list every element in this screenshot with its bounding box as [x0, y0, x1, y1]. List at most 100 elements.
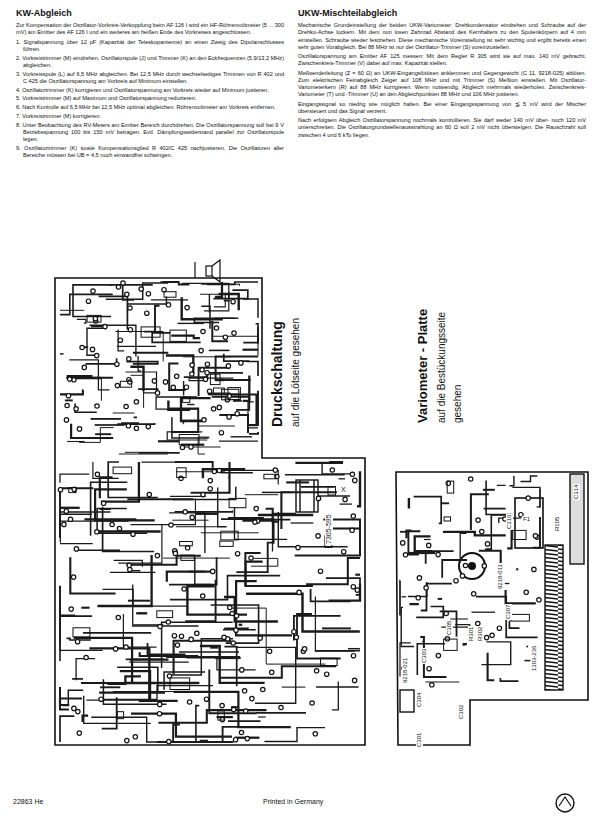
copper-trace — [156, 397, 198, 409]
solder-pad — [273, 468, 277, 472]
solder-pad — [125, 738, 129, 742]
copper-trace — [163, 282, 189, 285]
instruction-step: 5. Vorkreistrimmer (M) auf Maximum und O… — [16, 95, 284, 102]
solder-pad — [424, 586, 428, 590]
solder-pad — [68, 377, 72, 381]
solder-pad — [172, 634, 176, 638]
component-outline — [170, 330, 186, 341]
copper-trace — [182, 297, 223, 319]
solder-pad — [103, 324, 107, 328]
instruction-step: 1. Signalspannung über 12 pF (Kapazität … — [16, 39, 284, 54]
copper-trace — [409, 603, 418, 605]
copper-trace — [87, 377, 101, 401]
solder-pad — [232, 331, 236, 335]
solder-pad — [537, 598, 541, 602]
solder-pad — [245, 736, 249, 740]
component-outline — [221, 531, 238, 540]
component-outline — [120, 381, 131, 387]
copper-trace — [130, 367, 143, 391]
copper-trace — [227, 608, 326, 664]
component-outline — [447, 481, 454, 493]
copper-trace — [243, 299, 258, 318]
copper-trace — [134, 416, 137, 418]
solder-pad — [267, 649, 271, 653]
copper-trace — [69, 360, 109, 390]
copper-trace — [228, 720, 261, 722]
part-label: X — [340, 486, 347, 494]
solder-pad — [416, 596, 420, 600]
copper-trace — [95, 433, 111, 435]
solder-pad — [183, 510, 187, 514]
copper-trace — [450, 618, 468, 619]
copper-trace — [295, 461, 342, 464]
copper-trace — [306, 558, 360, 584]
copper-trace — [191, 462, 230, 493]
solder-pad — [351, 654, 355, 658]
part-label: C316 — [506, 514, 513, 530]
solder-pad — [239, 730, 243, 734]
solder-pad — [90, 347, 94, 351]
solder-pad — [296, 545, 300, 549]
copper-trace — [198, 426, 235, 427]
part-label: 22863 He — [12, 798, 44, 806]
copper-trace — [524, 660, 530, 662]
solder-pad — [230, 611, 234, 615]
copper-trace — [187, 404, 194, 405]
solder-pad — [124, 645, 128, 649]
copper-trace — [103, 589, 188, 606]
solder-pad — [232, 707, 236, 711]
component-outline — [321, 658, 338, 665]
solder-pad — [128, 306, 132, 310]
copper-trace — [60, 521, 129, 542]
transformer-symbol — [296, 480, 350, 512]
part-label: 9218-021 — [402, 657, 409, 684]
solder-pad — [253, 520, 257, 524]
solder-pad — [95, 472, 99, 476]
copper-trace — [136, 612, 147, 614]
drawing-title: Variometer - Platte — [416, 308, 430, 424]
solder-pad — [316, 496, 320, 500]
component-outline — [218, 711, 224, 720]
instruction-step: 4. Oszillatortrimmer (K) korrigieren und… — [16, 87, 284, 94]
solder-pad — [190, 363, 194, 367]
copper-trace — [408, 552, 435, 554]
copper-trace — [87, 328, 105, 355]
copper-trace — [181, 447, 221, 448]
copper-trace — [167, 572, 211, 582]
copper-trace — [249, 432, 258, 434]
solder-pad — [436, 552, 440, 556]
solder-pad — [93, 316, 97, 320]
copper-trace — [415, 536, 432, 551]
part-label: 1303-236 — [531, 645, 538, 672]
instruction-text: Zur Kompensation der Oszillator-Vorkreis… — [16, 22, 284, 37]
copper-trace — [72, 624, 74, 625]
copper-trace — [86, 358, 117, 364]
solder-pad — [403, 553, 407, 557]
solder-pad — [211, 407, 215, 411]
solder-pad — [76, 709, 80, 713]
component-outline — [69, 488, 76, 493]
copper-trace — [224, 354, 250, 362]
solder-pad — [152, 379, 156, 383]
solder-pad — [180, 445, 184, 449]
solder-pad — [125, 292, 129, 296]
copper-trace — [460, 533, 466, 561]
solder-pad — [146, 424, 150, 428]
speaker-symbol — [195, 260, 220, 282]
solder-pad — [310, 701, 314, 705]
copper-trace — [167, 432, 207, 440]
solder-pad — [350, 472, 354, 476]
copper-trace — [316, 686, 359, 687]
component-outline — [87, 315, 101, 322]
section-heading: UKW-Mischteilabgleich — [298, 8, 586, 18]
solder-pad — [490, 633, 494, 637]
copper-trace — [185, 580, 215, 621]
solder-pad — [84, 655, 88, 659]
solder-pad — [201, 594, 205, 598]
copper-trace — [315, 650, 360, 652]
solder-pad — [66, 394, 70, 398]
board-outline — [55, 278, 588, 745]
copper-trace — [243, 349, 259, 351]
solder-pad — [226, 364, 230, 368]
copper-trace — [224, 597, 278, 622]
